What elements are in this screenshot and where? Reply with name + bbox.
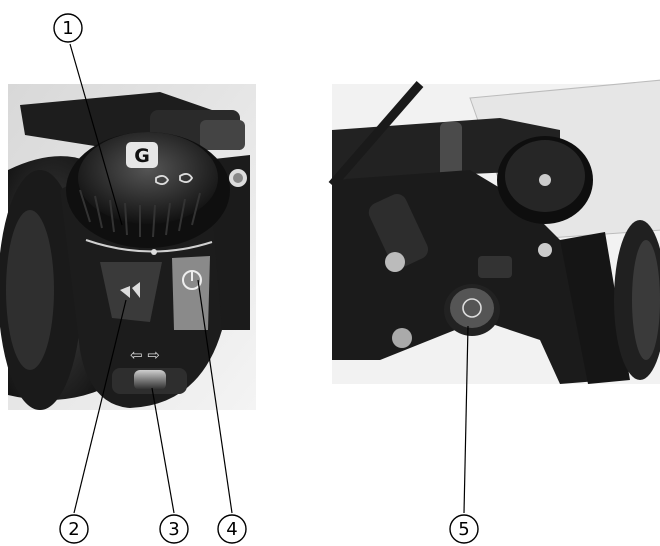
leader-line-4 xyxy=(197,279,233,514)
leader-line-1 xyxy=(69,43,123,226)
leader-lines xyxy=(69,43,469,514)
callout-number: 3 xyxy=(168,519,179,540)
left-handlebar-switch-photo: G ⇦ ⇨ xyxy=(0,84,256,410)
right-handlebar-switch-photo xyxy=(328,79,660,384)
callout-3: 3 xyxy=(159,514,189,544)
callout-number: 2 xyxy=(68,519,79,540)
callout-2: 2 xyxy=(59,514,89,544)
leader-line-3 xyxy=(151,387,175,514)
callout-number: 5 xyxy=(458,519,469,540)
callout-1: 1 xyxy=(53,13,83,43)
callout-number: 4 xyxy=(226,519,237,540)
svg-text:G: G xyxy=(134,145,150,167)
callout-number: 1 xyxy=(62,18,73,39)
leader-line-5 xyxy=(463,325,469,514)
leader-line-2 xyxy=(73,299,127,514)
callout-5: 5 xyxy=(449,514,479,544)
callout-4: 4 xyxy=(217,514,247,544)
svg-text:⇦ ⇨: ⇦ ⇨ xyxy=(130,346,160,364)
